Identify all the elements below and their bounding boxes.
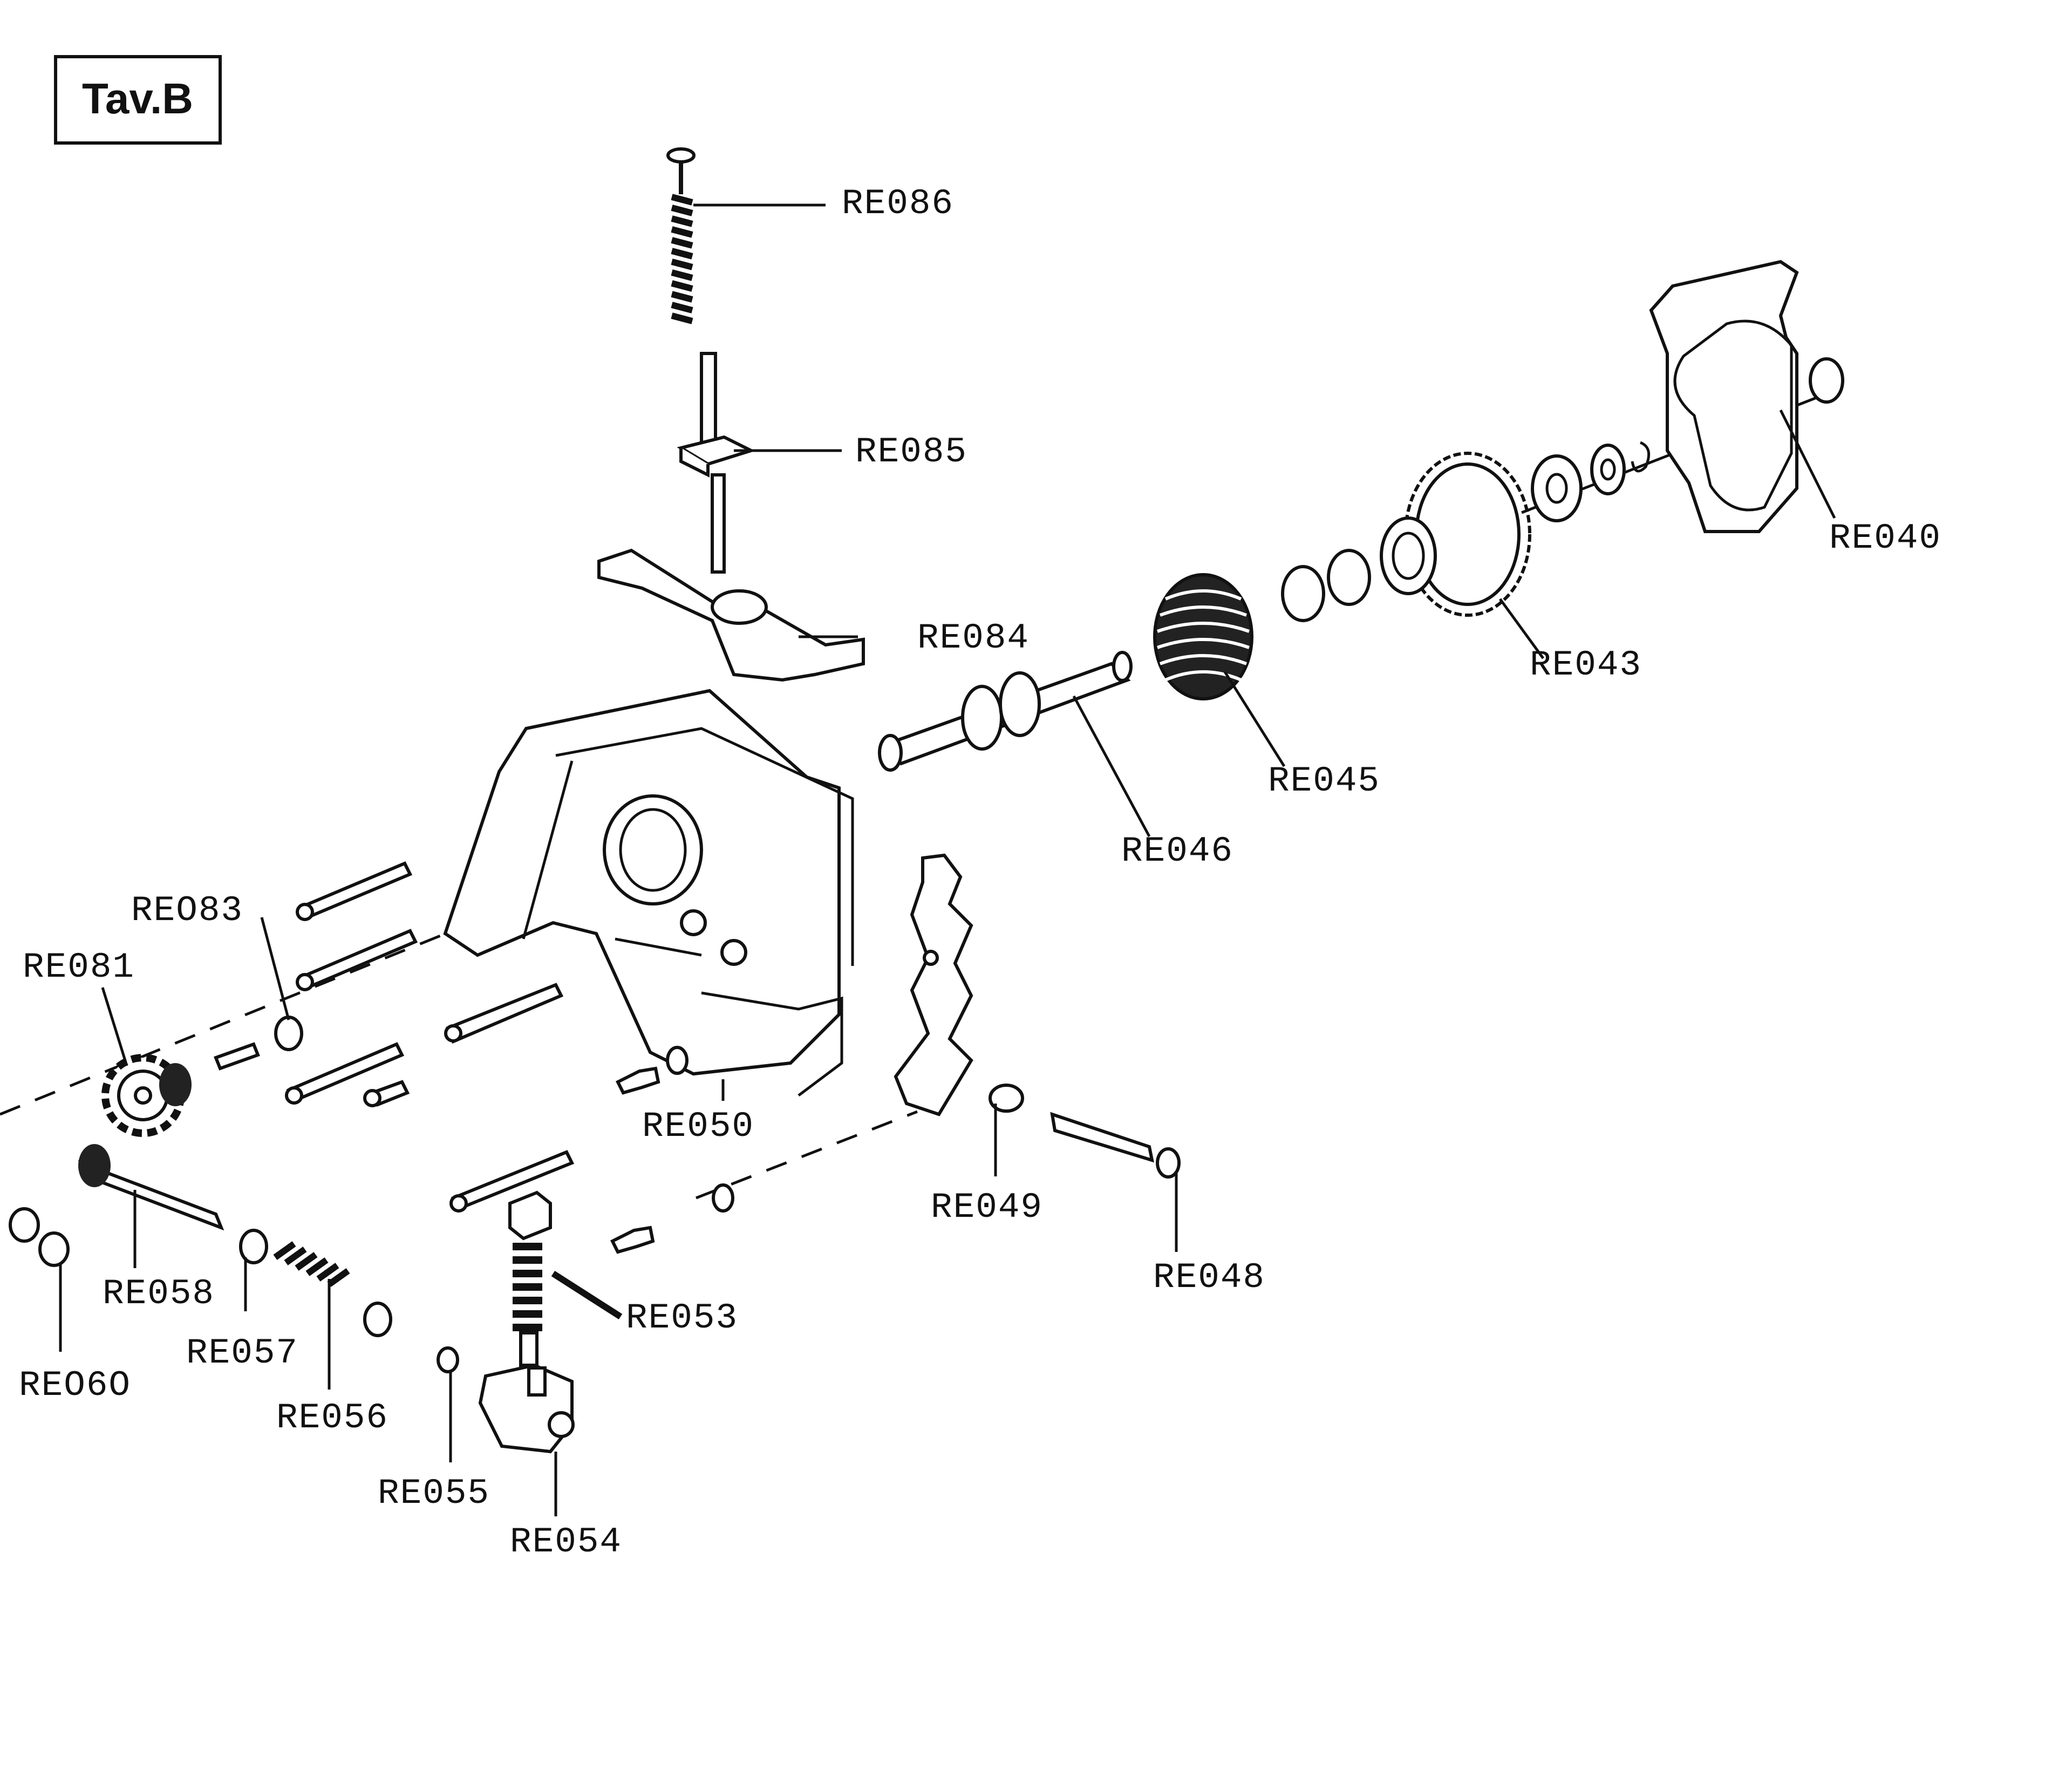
axis-line-bottom: [696, 1110, 918, 1200]
label-re084: RE084: [917, 618, 1030, 658]
label-re081: RE081: [23, 947, 135, 988]
leader-lines: [59, 203, 1836, 1516]
re085-slider-shaft: [677, 352, 755, 574]
re043-gear: [1380, 452, 1531, 617]
re060-bushings: [9, 1207, 70, 1267]
re081-sprocket: [101, 1054, 192, 1137]
label-re049: RE049: [931, 1187, 1043, 1228]
re057-washer: [239, 1229, 268, 1264]
re050-screws: [610, 1046, 734, 1254]
label-re057: RE057: [186, 1333, 298, 1373]
label-re083: REO83: [131, 890, 243, 931]
label-re060: REO6O: [19, 1365, 131, 1406]
label-re056: RE056: [276, 1398, 388, 1438]
re045-worm-gear: [1153, 573, 1253, 700]
label-re086: RE086: [842, 183, 954, 224]
title-text: Tav.B: [82, 74, 193, 122]
label-re053: RE053: [626, 1298, 738, 1338]
re056-spring: [273, 1241, 392, 1337]
label-re058: RE058: [103, 1274, 215, 1314]
re048-pin: [1050, 1112, 1181, 1179]
re055-washer: [437, 1346, 459, 1373]
label-re050: RE050: [642, 1106, 754, 1147]
axis-line-lower: [0, 916, 486, 1116]
label-re054: RE054: [510, 1522, 622, 1562]
label-re048: RE048: [1153, 1257, 1265, 1298]
re053-spring-assembly: [508, 1190, 552, 1367]
re045-bushings: [1281, 549, 1371, 622]
re054-block: [478, 1363, 575, 1454]
re049-bracket: [894, 853, 1024, 1116]
label-re045: RE045: [1268, 761, 1380, 801]
title-box: Tav.B: [54, 55, 222, 145]
label-re055: RE055: [378, 1473, 490, 1514]
bolts-group: [285, 861, 575, 1213]
part-labels: RE086 RE085 RE084 RE040 RE043 RE045 RE04…: [19, 183, 1941, 1562]
label-re046: RE046: [1121, 831, 1233, 871]
label-re043: RE043: [1530, 645, 1642, 685]
label-re040: RE040: [1829, 518, 1941, 559]
re084-fork: [597, 548, 865, 682]
re040-washers-cover: [1521, 260, 1844, 533]
re083-bushing: [214, 1016, 303, 1071]
gearbox-housing: [443, 689, 854, 1097]
re046-shaft: [878, 651, 1133, 772]
re058-shaft: [78, 1144, 224, 1231]
re086-spring: [666, 147, 696, 324]
label-re085: RE085: [855, 432, 967, 472]
